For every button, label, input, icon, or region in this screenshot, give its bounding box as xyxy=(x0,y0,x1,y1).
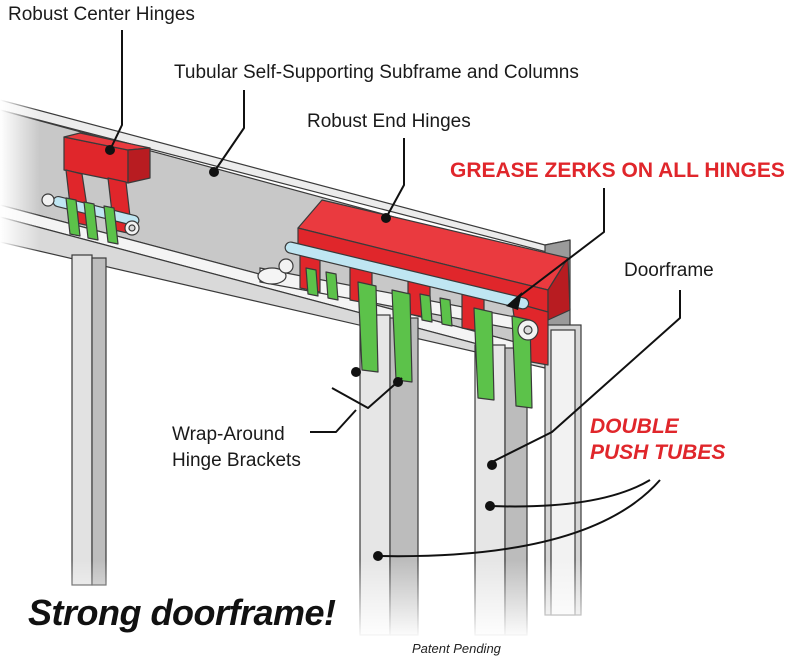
left-fade xyxy=(0,90,40,610)
end-hinge xyxy=(278,199,571,409)
label-double: DOUBLE xyxy=(590,415,679,438)
left-column xyxy=(71,254,107,586)
label-wrap-around: Wrap-Around xyxy=(172,424,285,445)
label-push-tubes: PUSH TUBES xyxy=(590,441,726,464)
label-hinge-brackets: Hinge Brackets xyxy=(172,450,301,471)
bottom-fade xyxy=(0,560,787,640)
leader-center-hinges xyxy=(109,30,123,151)
label-end-hinges: Robust End Hinges xyxy=(307,111,471,132)
leader-lines xyxy=(109,30,681,558)
label-subframe: Tubular Self-Supporting Subframe and Col… xyxy=(174,62,579,83)
leader-wrap-around xyxy=(310,409,357,433)
patent-pending-note: Patent Pending xyxy=(412,641,501,656)
headline-strong-doorframe: Strong doorframe! xyxy=(28,592,336,633)
leader-push-tube-2 xyxy=(377,479,661,558)
label-doorframe: Doorframe xyxy=(624,260,714,281)
leader-wrap-bracket xyxy=(331,377,403,409)
leader-doorframe xyxy=(491,290,681,463)
center-hinge xyxy=(41,132,151,245)
hinge-base-plate xyxy=(257,267,521,331)
leader-subframe xyxy=(213,90,245,173)
label-center-hinges: Robust Center Hinges xyxy=(8,4,195,25)
leader-dots xyxy=(105,145,497,561)
leader-grease-zerks xyxy=(511,188,605,303)
leader-push-tube-1 xyxy=(489,479,651,508)
leader-end-hinges xyxy=(385,138,405,219)
label-grease-zerks: GREASE ZERKS ON ALL HINGES xyxy=(450,159,785,182)
grease-zerk-arrow xyxy=(506,292,522,310)
